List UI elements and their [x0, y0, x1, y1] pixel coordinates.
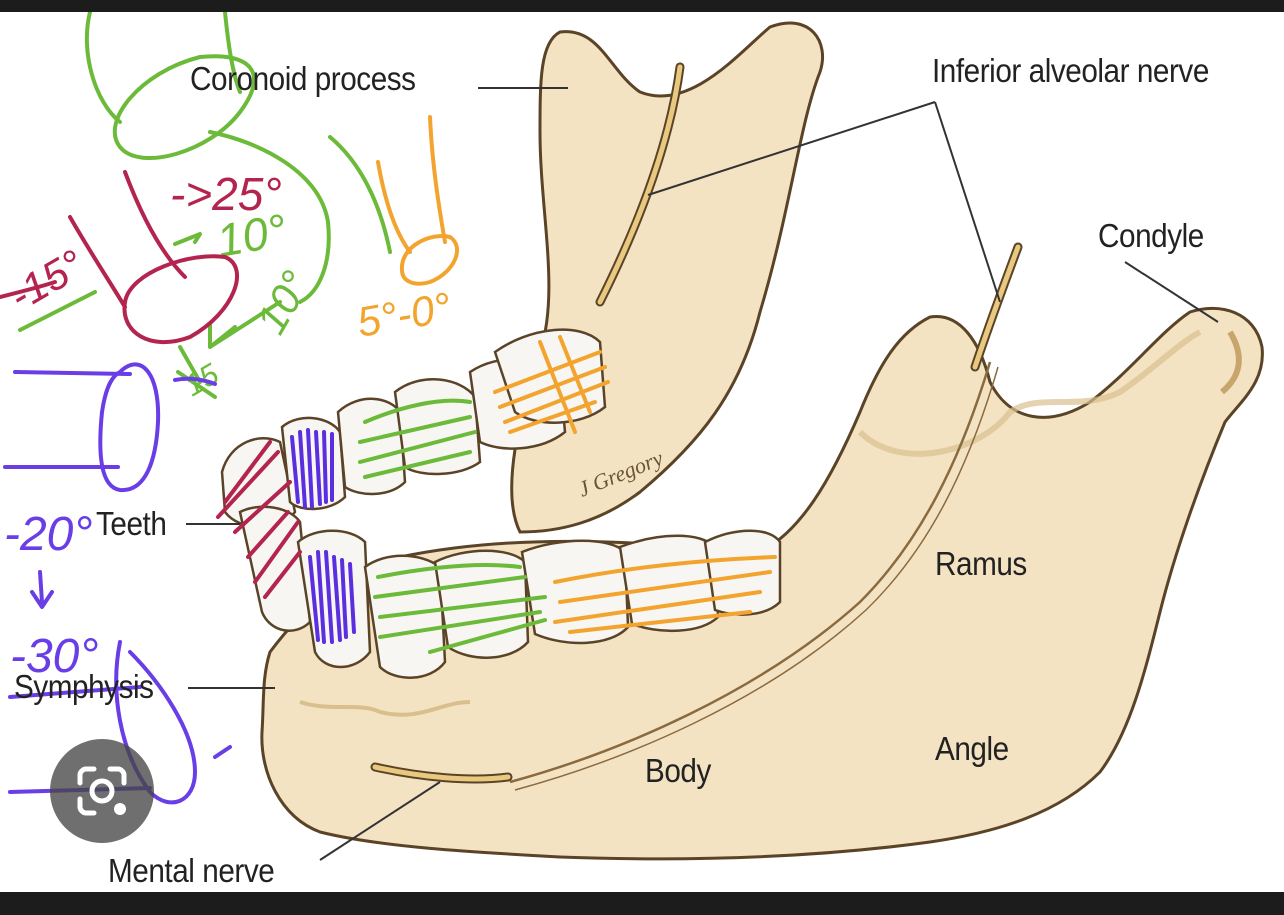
annotation-neg30: -30° [10, 630, 99, 683]
label-teeth: Teeth [96, 505, 167, 542]
orange-oval [399, 234, 460, 286]
crimson-annotations [0, 170, 240, 344]
coronoid-process [510, 21, 825, 534]
visual-search-button[interactable] [50, 739, 154, 843]
tooth-u3 [336, 397, 407, 496]
annotation-25: ->25° [170, 168, 282, 220]
mandibular-canal [509, 361, 992, 784]
label-angle: Angle [935, 730, 1009, 767]
tooth-u2 [280, 416, 347, 511]
purple-hatch [290, 428, 356, 644]
orange-annotations [376, 115, 460, 286]
annotation-neg15: -15° [1, 240, 92, 319]
annotation-neg20: -20° [4, 508, 93, 561]
green-annotations [18, 12, 392, 399]
label-coronoid-process: Coronoid process [190, 60, 416, 97]
purple-annotations [3, 362, 232, 805]
orange-hatch [493, 335, 777, 634]
label-mental-nerve: Mental nerve [108, 852, 275, 889]
tooth-l3 [363, 554, 447, 679]
label-condyle: Condyle [1098, 217, 1204, 254]
tooth-u1 [220, 437, 297, 529]
annotation-10b: 10° [247, 263, 319, 342]
mandible-illustration: J Gregory [0, 12, 1264, 861]
green-hatch [358, 398, 547, 654]
annotation-5-0: 5°-0° [353, 283, 454, 346]
camera-lens-icon [77, 766, 127, 816]
purple-oval [98, 362, 161, 493]
tooth-u4 [393, 378, 482, 476]
nerves [370, 62, 1023, 784]
label-ramus: Ramus [935, 545, 1027, 582]
crimson-oval [122, 254, 240, 344]
label-inferior-alveolar-nerve: Inferior alveolar nerve [932, 52, 1209, 89]
diagram-canvas: J Gregory [0, 12, 1284, 892]
label-symphysis: Symphysis [14, 668, 154, 705]
crimson-hatch [216, 440, 302, 599]
label-body: Body [645, 752, 711, 789]
bottom-bar [0, 892, 1284, 915]
green-oval-top [112, 54, 257, 161]
leader-lines [186, 87, 1219, 861]
